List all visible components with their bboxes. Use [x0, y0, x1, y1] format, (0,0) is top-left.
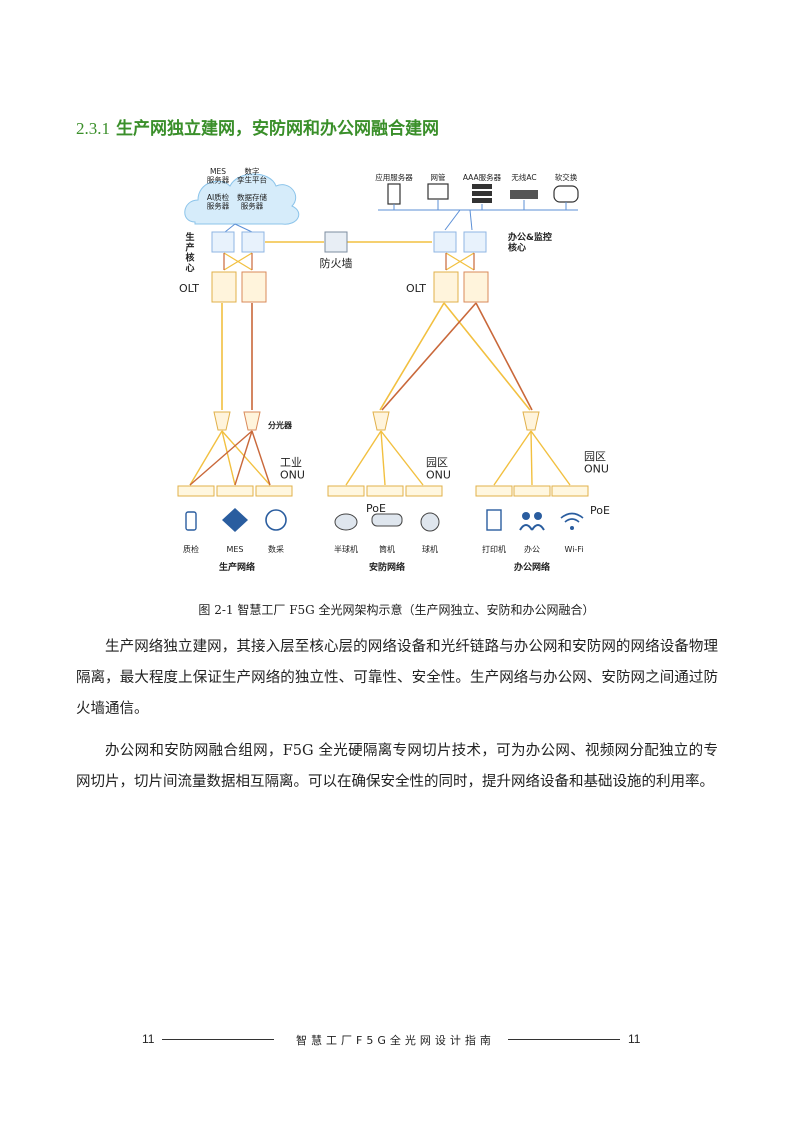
- page-footer: 11 智慧工厂F5G全光网设计指南 11: [0, 1030, 793, 1050]
- server-row: 应用服务器 网管 AAA服务器 无线AC 软交换: [375, 172, 579, 231]
- core-links: [223, 223, 475, 271]
- poe-label-2: PoE: [590, 504, 610, 517]
- softswitch-icon: [553, 185, 579, 203]
- device-label: 打印机: [482, 544, 506, 554]
- monitor-icon: [427, 183, 449, 200]
- server-stack-icon: [472, 184, 492, 203]
- splitter-label: 分光器: [268, 420, 293, 430]
- device-label: MES: [226, 545, 243, 554]
- section-title: 生产网独立建网，安防网和办公网融合建网: [116, 119, 439, 139]
- paragraph: 办公网和安防网融合组网，F5G 全光硬隔离专网切片技术，可为办公网、视频网分配独…: [76, 743, 718, 790]
- right-olt: [433, 271, 489, 303]
- office-users-icon: [519, 512, 545, 531]
- bullet-camera-icon: [371, 513, 403, 527]
- firewall-label: 防火墙: [320, 256, 353, 270]
- cloud-storage-label: 数据存储服务器: [237, 192, 267, 211]
- page-number-right: 11: [628, 1032, 641, 1046]
- trunk-links: [221, 302, 533, 411]
- right-core-switches: [433, 231, 487, 253]
- firewall-icon: [324, 231, 348, 253]
- group-label-security: 安防网络: [369, 561, 405, 573]
- server-label-aaa: AAA服务器: [463, 172, 502, 182]
- group-label-production: 生产网络: [219, 561, 255, 573]
- mes-icon: [222, 508, 248, 532]
- cloud-ai-label: AI质检服务器: [207, 192, 230, 211]
- left-olt-label: OLT: [179, 282, 199, 295]
- wireless-controller-icon: [510, 190, 538, 199]
- access-links: [189, 430, 571, 486]
- server-label-ac: 无线AC: [511, 172, 536, 182]
- onu-row: [177, 485, 589, 497]
- left-olt: [211, 271, 267, 303]
- poe-label-1: PoE: [366, 502, 386, 515]
- section-heading: 2.3.1 生产网独立建网，安防网和办公网融合建网: [76, 114, 439, 139]
- endpoint-icons: [185, 508, 584, 532]
- ptz-camera-icon: [420, 512, 440, 532]
- device-label: 筒机: [379, 544, 395, 554]
- device-label: 半球机: [334, 544, 358, 554]
- right-core-label: 办公&监控核心: [508, 231, 552, 253]
- group-label-office: 办公网络: [514, 561, 550, 573]
- server-label-nms: 网管: [431, 172, 446, 182]
- data-collection-icon: [265, 509, 287, 531]
- left-core-switches: [211, 231, 265, 253]
- dome-camera-icon: [334, 513, 358, 531]
- footer-title: 智慧工厂F5G全光网设计指南: [296, 1034, 495, 1047]
- server-icon: [387, 183, 401, 205]
- section-number: 2.3.1: [76, 119, 110, 138]
- device-label: 质检: [183, 544, 199, 554]
- figure-caption: 图 2-1 智慧工厂 F5G 全光网架构示意（生产网独立、安防和办公网融合）: [198, 603, 595, 617]
- footer-rule-left: [162, 1039, 274, 1040]
- device-label: 球机: [422, 544, 438, 554]
- device-labels: 质检 MES 数采 半球机 筒机 球机 打印机 办公 Wi-Fi: [183, 544, 584, 554]
- left-core-label: 生产核心: [185, 231, 194, 274]
- right-olt-label: OLT: [406, 282, 426, 295]
- cloud-twin-label: 数字孪生平台: [237, 166, 267, 185]
- device-label: Wi-Fi: [564, 545, 583, 554]
- device-label: 数采: [268, 544, 284, 554]
- printer-icon: [486, 509, 502, 531]
- paragraph: 生产网络独立建网，其接入层至核心层的网络设备和光纤链路与办公网和安防网的网络设备…: [76, 639, 718, 717]
- device-label: 办公: [524, 544, 540, 554]
- inspection-icon: [185, 511, 197, 531]
- wifi-icon: [560, 512, 584, 530]
- page-number-left: 11: [142, 1032, 155, 1046]
- splitters: [213, 411, 540, 431]
- server-label-app: 应用服务器: [375, 172, 413, 182]
- server-label-softswitch: 软交换: [555, 172, 578, 182]
- footer-rule-right: [508, 1039, 620, 1040]
